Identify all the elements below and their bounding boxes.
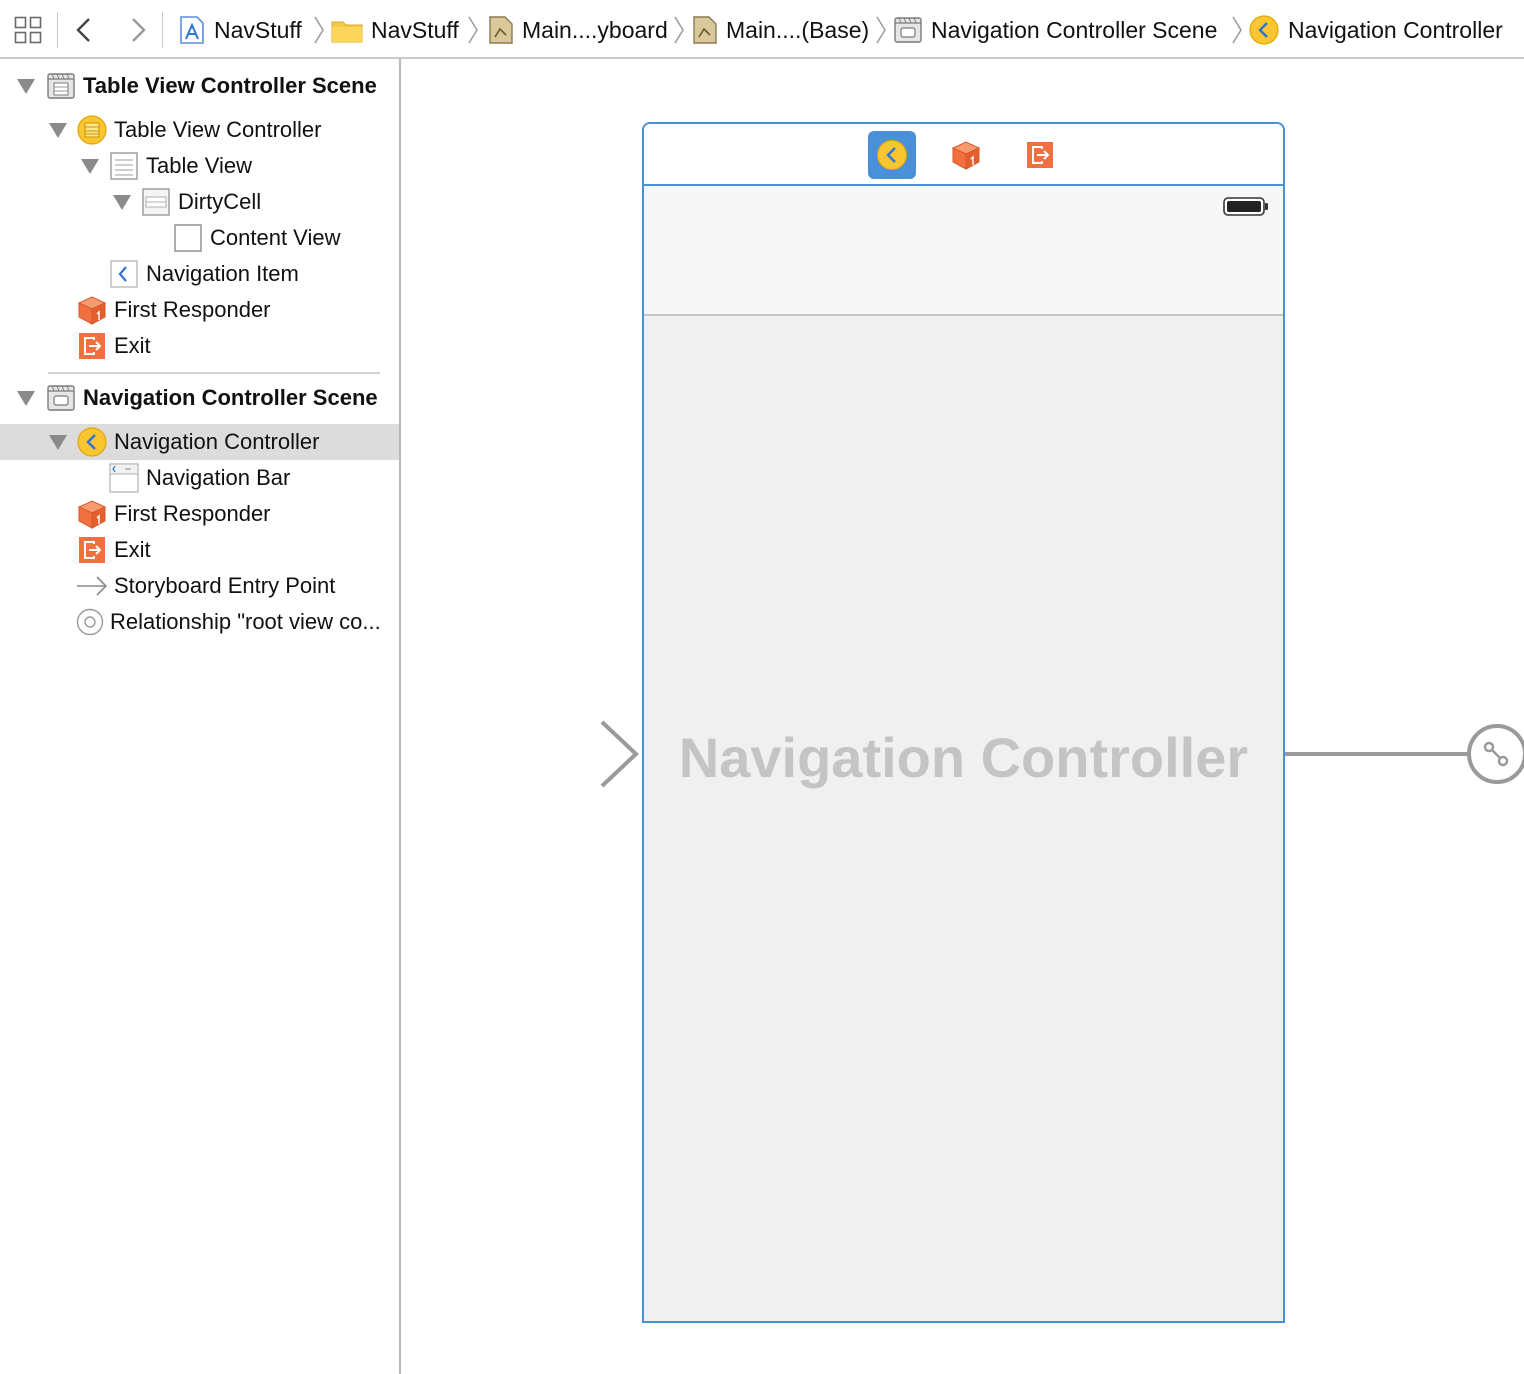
- exit-icon: [79, 333, 105, 359]
- outline-label: Navigation Item: [146, 261, 299, 286]
- outline-item-first-responder[interactable]: First Responder: [0, 292, 399, 328]
- navigation-controller-icon: [77, 427, 107, 457]
- breadcrumb-label: Main....(Base): [726, 17, 870, 43]
- outline-label: First Responder: [114, 297, 271, 322]
- storyboard-canvas[interactable]: Navigation Controller: [401, 59, 1524, 1374]
- exit-icon: [1027, 142, 1053, 168]
- navigation-bar-icon: [109, 463, 139, 493]
- outline-label: Navigation Bar: [146, 465, 291, 490]
- outline-label: Relationship "root view co...: [110, 609, 381, 634]
- storyboard-file-icon: [489, 16, 513, 44]
- breadcrumb-project[interactable]: NavStuff: [178, 14, 302, 46]
- controller-placeholder-title: Navigation Controller: [678, 726, 1249, 789]
- outline-item-table-view-controller[interactable]: Table View Controller: [0, 112, 399, 148]
- exit-icon: [79, 537, 105, 563]
- document-outline: Table View Controller Scene Table View C…: [0, 59, 401, 1374]
- disclosure-triangle-icon[interactable]: [113, 195, 131, 210]
- outline-item-dirty-cell[interactable]: DirtyCell: [0, 184, 399, 220]
- dock-navigation-controller[interactable]: [868, 131, 916, 179]
- dock-exit[interactable]: [1016, 131, 1064, 179]
- table-view-controller-icon: [77, 115, 107, 145]
- outline-scene-navigation-controller[interactable]: Navigation Controller Scene: [0, 380, 399, 416]
- outline-label: Content View: [210, 225, 341, 250]
- breadcrumb-label: Navigation Controller: [1288, 17, 1503, 43]
- navigation-item-icon: [110, 260, 138, 288]
- breadcrumb-storyboard[interactable]: Main....yboard: [488, 14, 668, 46]
- first-responder-icon: [77, 500, 107, 529]
- breadcrumb-chevron-icon: [1232, 16, 1242, 44]
- scene-icon: [894, 17, 922, 43]
- disclosure-triangle-icon[interactable]: [49, 123, 67, 138]
- table-view-icon: [110, 152, 138, 180]
- project-icon: [180, 16, 204, 44]
- toolbar-separator: [57, 12, 58, 48]
- table-cell-icon: [142, 188, 170, 216]
- folder-icon: [331, 21, 363, 43]
- relationship-segue-icon: [76, 608, 104, 636]
- scene-dock: [644, 124, 1283, 186]
- outline-label: First Responder: [114, 501, 271, 526]
- outline-item-navigation-bar[interactable]: Navigation Bar: [0, 460, 399, 496]
- outline-item-storyboard-entry-point[interactable]: Storyboard Entry Point: [0, 568, 399, 604]
- entry-point-arrow-icon: [77, 576, 108, 596]
- navigation-controller-scene[interactable]: Navigation Controller: [642, 122, 1285, 1323]
- relationship-segue-icon: [1483, 741, 1509, 767]
- storyboard-file-icon: [693, 16, 717, 44]
- breadcrumb-label: Navigation Controller Scene: [931, 17, 1218, 43]
- forward-arrow-icon[interactable]: [128, 16, 148, 44]
- first-responder-icon: [951, 141, 981, 170]
- breadcrumb-storyboard-base[interactable]: Main....(Base): [692, 14, 869, 46]
- breadcrumb-chevron-icon: [314, 16, 324, 44]
- related-items-icon[interactable]: [14, 16, 42, 44]
- scene-icon: [47, 385, 75, 411]
- breadcrumb-group[interactable]: NavStuff: [331, 14, 459, 46]
- outline-item-exit[interactable]: Exit: [0, 328, 399, 364]
- navigation-controller-icon: [877, 140, 907, 170]
- outline-label: DirtyCell: [178, 189, 262, 214]
- breadcrumb-label: Main....yboard: [522, 17, 668, 43]
- breadcrumb-label: NavStuff: [371, 17, 459, 43]
- outline-item-navigation-controller[interactable]: Navigation Controller: [0, 424, 399, 460]
- outline-scene-table-view-controller[interactable]: Table View Controller Scene: [0, 68, 399, 104]
- outline-item-table-view[interactable]: Table View: [0, 148, 399, 184]
- outline-label: Table View Controller Scene: [83, 73, 377, 98]
- breadcrumb-chevron-icon: [674, 16, 684, 44]
- storyboard-entry-arrow-icon[interactable]: [447, 719, 643, 789]
- breadcrumb-chevron-icon: [468, 16, 478, 44]
- outline-label: Storyboard Entry Point: [114, 573, 336, 598]
- disclosure-triangle-icon[interactable]: [81, 159, 99, 174]
- outline-label: Navigation Controller Scene: [83, 385, 378, 410]
- scene-icon: [47, 73, 75, 99]
- breadcrumb-chevron-icon: [876, 16, 886, 44]
- back-arrow-icon[interactable]: [74, 16, 94, 44]
- breadcrumb-scene[interactable]: Navigation Controller Scene: [893, 14, 1217, 46]
- dock-first-responder[interactable]: [942, 131, 990, 179]
- outline-label: Table View: [146, 153, 252, 178]
- battery-icon: [1223, 197, 1268, 216]
- outline-item-first-responder[interactable]: First Responder: [0, 496, 399, 532]
- scene-divider: [48, 372, 380, 374]
- breadcrumb-label: NavStuff: [214, 17, 302, 43]
- breadcrumb-navigation-controller[interactable]: Navigation Controller: [1248, 14, 1503, 46]
- outline-label: Exit: [114, 537, 151, 562]
- navigation-bar[interactable]: [644, 186, 1283, 316]
- navigation-controller-icon: [1249, 15, 1279, 45]
- jump-bar: NavStuff NavStuff Main....yboard Main...…: [0, 0, 1524, 59]
- first-responder-icon: [77, 296, 107, 325]
- disclosure-triangle-icon[interactable]: [17, 79, 35, 94]
- disclosure-triangle-icon[interactable]: [49, 435, 67, 450]
- outline-item-navigation-item[interactable]: Navigation Item: [0, 256, 399, 292]
- toolbar-separator: [162, 12, 163, 48]
- outline-item-relationship[interactable]: Relationship "root view co...: [0, 604, 399, 640]
- outline-label: Table View Controller: [114, 117, 322, 142]
- outline-item-content-view[interactable]: Content View: [0, 220, 399, 256]
- view-icon: [174, 224, 202, 252]
- outline-label: Navigation Controller: [114, 429, 320, 454]
- disclosure-triangle-icon[interactable]: [17, 391, 35, 406]
- outline-item-exit[interactable]: Exit: [0, 532, 399, 568]
- outline-label: Exit: [114, 333, 151, 358]
